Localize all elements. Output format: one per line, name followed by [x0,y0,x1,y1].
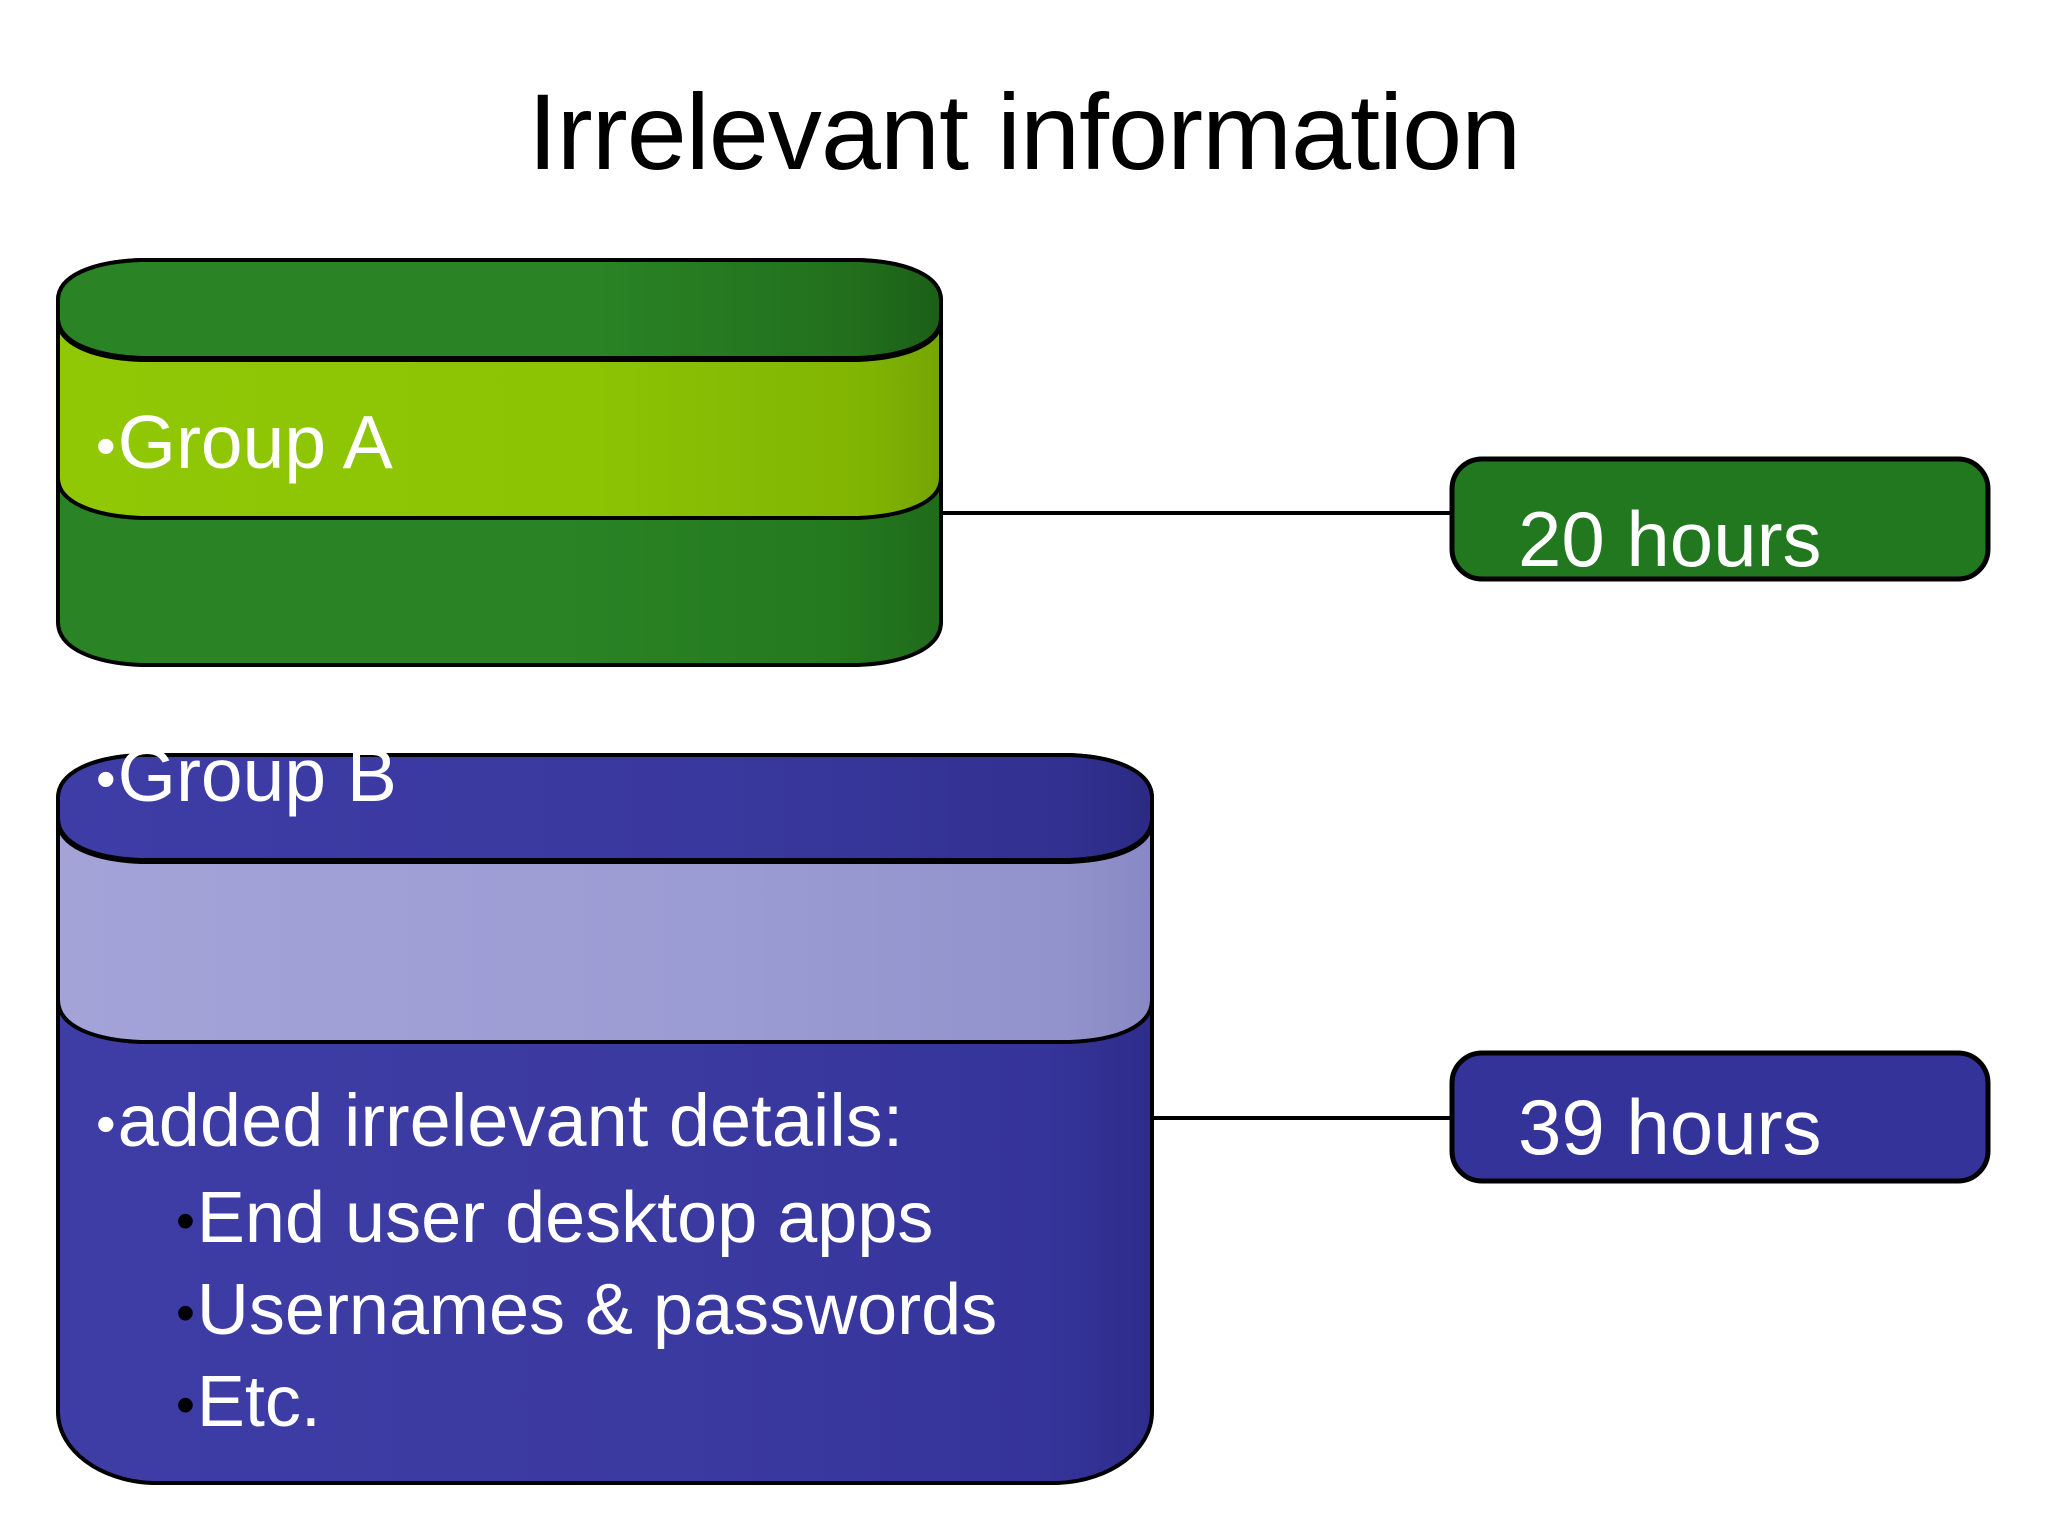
group-b-band [56,819,1154,1044]
group-a-band [56,319,943,520]
list-item-label: End user desktop apps [196,1178,934,1258]
bullet-icon: • [176,1282,195,1343]
bullet-icon: • [96,1091,116,1155]
group-b-label-text: Group B [117,733,397,817]
group-a-top-cap [56,258,943,360]
group-a-label-text: Group A [117,400,393,484]
list-item-label: Etc. [196,1362,321,1442]
bullet-icon: • [96,746,116,810]
bullet-icon: • [96,413,116,477]
bullet-icon: • [176,1190,195,1251]
group-a-label: •Group A [96,405,393,480]
group-b-details-list: •added irrelevant details: •End user des… [96,1084,1096,1458]
group-a-cylinder[interactable] [56,258,943,667]
group-b-top-cap [56,753,1154,862]
list-item: •added irrelevant details: [96,1084,1096,1158]
hours-b-label[interactable]: 39 hours [1518,1083,1822,1171]
list-item: •Usernames & passwords [176,1274,1096,1346]
hours-a-label[interactable]: 20 hours [1518,495,1822,583]
list-item-label: added irrelevant details: [117,1079,904,1162]
group-b-label: •Group B [96,738,397,813]
list-item: •End user desktop apps [176,1182,1096,1254]
list-item: •Etc. [176,1366,1096,1438]
bullet-icon: • [176,1374,195,1435]
group-b-cylinder[interactable] [56,753,1154,1485]
list-item-label: Usernames & passwords [196,1270,998,1350]
hours-a-box[interactable] [1449,456,1991,582]
page-title: Irrelevant information [527,71,1521,192]
hours-b-box[interactable] [1449,1050,1991,1184]
